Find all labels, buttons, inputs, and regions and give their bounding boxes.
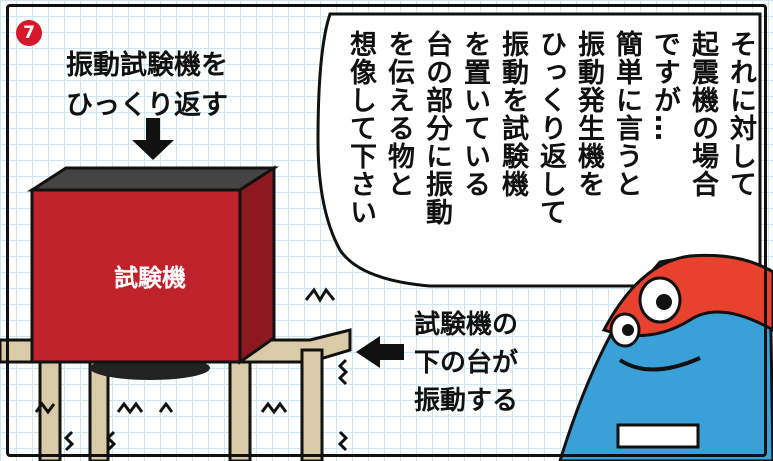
speech-line: を伝える物と bbox=[383, 30, 414, 198]
speech-line: 想像して下さい bbox=[345, 30, 376, 226]
speech-line: 台の部分に振動 bbox=[421, 30, 452, 226]
side-caption-line: 振動する bbox=[414, 386, 519, 416]
test-machine-box bbox=[26, 165, 280, 365]
speech-line: 簡単に言うと bbox=[611, 30, 642, 198]
vibration-marks bbox=[34, 287, 349, 452]
top-caption: 振動試験機を ひっくり返す bbox=[66, 46, 228, 126]
speech-line: 振動発生機を bbox=[573, 30, 604, 198]
panel-number-badge: 7 bbox=[16, 20, 42, 46]
speech-bubble-text: それに対して 起震機の場合 ですが… 簡単に言うと 振動発生機を ひっくり返して… bbox=[341, 30, 759, 226]
top-caption-line: 振動試験機を bbox=[66, 50, 228, 81]
speech-line: ですが… bbox=[649, 30, 680, 142]
box-label: 試験機 bbox=[114, 264, 186, 292]
speech-line: 振動を試験機 bbox=[497, 30, 528, 198]
speech-bubble bbox=[316, 12, 762, 288]
side-caption-line: 試験機の bbox=[414, 310, 519, 340]
side-caption: 試験機の 下の台が 振動する bbox=[414, 306, 518, 420]
top-caption-line: ひっくり返す bbox=[66, 90, 228, 121]
speech-line: それに対して bbox=[725, 30, 756, 198]
down-arrow-icon bbox=[132, 118, 174, 160]
left-arrow-icon bbox=[356, 336, 404, 368]
side-caption-line: 下の台が bbox=[414, 348, 519, 378]
speech-line: 起震機の場合 bbox=[687, 30, 718, 198]
speech-line: を置いている bbox=[459, 30, 490, 198]
speech-line: ひっくり返して bbox=[535, 30, 566, 226]
